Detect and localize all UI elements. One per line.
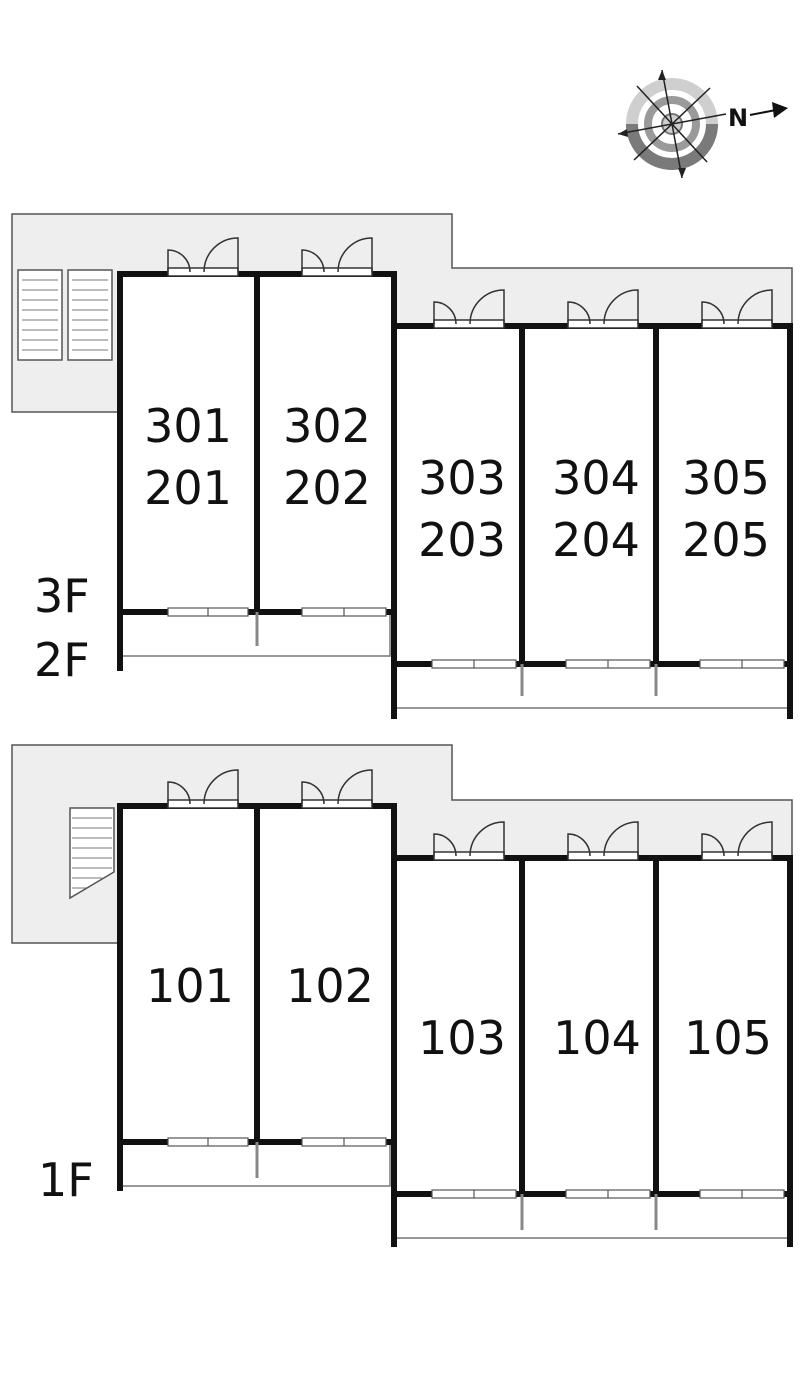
floor-label: 3F: [34, 569, 90, 623]
balcony: [119, 611, 391, 657]
window: [167, 1137, 785, 1199]
unit-label: 102: [286, 959, 374, 1013]
door-icon: [167, 769, 773, 861]
unit-label: 205: [682, 513, 770, 567]
floor-label: 1F: [38, 1153, 94, 1207]
balcony: [119, 1141, 391, 1187]
unit-label: 301: [144, 399, 232, 453]
unit-label: 304: [552, 451, 640, 505]
unit-label: 104: [553, 1011, 641, 1065]
unit-label: 303: [418, 451, 506, 505]
balcony: [393, 1193, 791, 1239]
stairs-icon: [17, 269, 113, 361]
window: [167, 607, 785, 669]
door-icon: [167, 237, 773, 329]
lower-floor-block: 101 102 103 104 105 1F: [11, 744, 793, 1247]
unit-label: 201: [144, 461, 232, 515]
unit-label: 105: [684, 1011, 772, 1065]
compass-rose-icon: N: [617, 69, 788, 179]
unit-label: 202: [283, 461, 371, 515]
floor-label: 2F: [34, 633, 90, 687]
unit-label: 203: [418, 513, 506, 567]
unit-label: 305: [682, 451, 770, 505]
compass-north-label: N: [728, 104, 748, 132]
stairs-icon: [69, 807, 115, 900]
upper-floor-block: 301 201 302 202 303 203 304 204 305 205 …: [11, 213, 793, 719]
unit-label: 103: [418, 1011, 506, 1065]
unit-label: 204: [552, 513, 640, 567]
unit-label: 101: [146, 959, 234, 1013]
balcony: [393, 663, 791, 709]
unit-label: 302: [283, 399, 371, 453]
